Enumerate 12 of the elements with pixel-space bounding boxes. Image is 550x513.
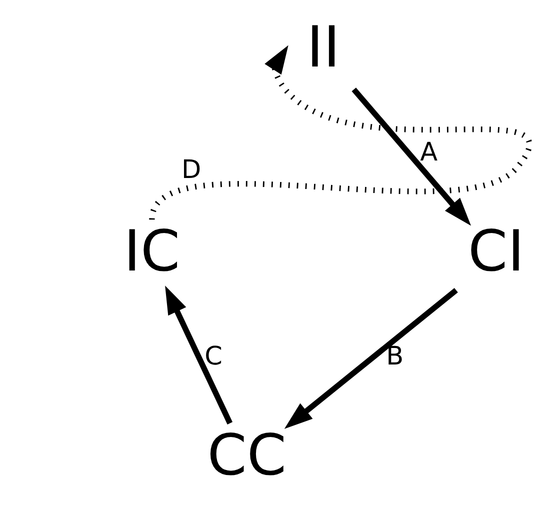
edge-label: D bbox=[182, 154, 202, 185]
node-text: CI bbox=[468, 218, 524, 285]
arrow bbox=[352, 88, 472, 226]
edge-label: B bbox=[386, 342, 404, 372]
node-text: CC bbox=[207, 422, 286, 489]
arrow bbox=[165, 286, 233, 424]
arrow bbox=[284, 288, 458, 429]
arrow bbox=[149, 45, 531, 221]
edge-label: A bbox=[420, 138, 438, 168]
edge-label: C bbox=[204, 342, 222, 372]
node-text: IC bbox=[124, 218, 180, 285]
node-text: II bbox=[306, 14, 340, 81]
